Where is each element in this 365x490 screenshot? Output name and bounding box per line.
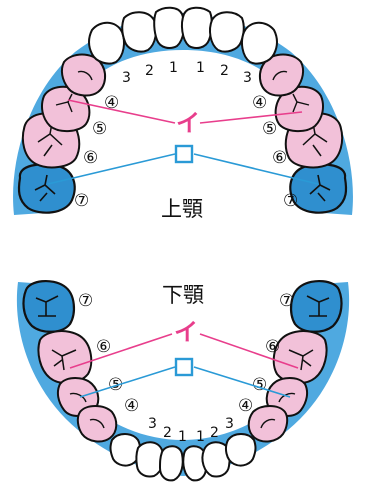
upper-left-circled-6: ⑥ [83, 148, 98, 168]
lower-jaw: 3 2 1 1 2 3 ⑦ ⑥ ⑤ ④ ⑦ ⑥ ⑤ ④ イ 下顎 [16, 280, 350, 482]
upper-left-tooth-7-groove [34, 174, 56, 202]
lower-left-tooth-7 [22, 280, 76, 333]
upper-right-number-3: 3 [243, 70, 252, 86]
upper-right-number-1: 1 [196, 60, 205, 76]
lower-blue-line-right [193, 366, 291, 398]
lower-left-tooth-4 [76, 405, 118, 443]
lower-right-tooth-4 [247, 405, 289, 443]
lower-right-circled-7: ⑦ [279, 291, 294, 311]
upper-blue-square-icon [174, 144, 194, 164]
upper-left-circled-5: ⑤ [92, 119, 107, 139]
lower-left-tooth-3 [109, 433, 141, 467]
upper-right-tooth-1 [180, 6, 213, 49]
upper-right-circled-5: ⑤ [262, 119, 277, 139]
upper-left-number-1: 1 [169, 60, 178, 76]
lower-right-tooth-4-groove [260, 418, 276, 429]
upper-right-circled-4: ④ [252, 93, 267, 113]
upper-jaw-title: 上顎 [161, 197, 203, 221]
upper-right-circled-7: ⑦ [283, 191, 298, 211]
lower-left-number-1: 1 [178, 429, 187, 445]
lower-left-circled-6: ⑥ [96, 337, 111, 357]
lower-left-tooth-4-groove [89, 418, 105, 429]
lower-left-tooth-2 [135, 441, 165, 478]
upper-pink-line-left [67, 99, 176, 124]
upper-right-tooth-2 [209, 11, 245, 53]
upper-left-number-2: 2 [145, 63, 154, 79]
upper-right-tooth-4 [259, 53, 305, 97]
lower-left-tooth-6-groove [51, 349, 77, 371]
lower-left-number-3: 3 [148, 416, 157, 432]
lower-left-tooth-5-groove [69, 392, 87, 403]
upper-blue-line-right [193, 153, 319, 185]
lower-right-circled-4: ④ [238, 396, 253, 416]
lower-right-number-3: 3 [225, 416, 234, 432]
upper-left-tooth-7 [17, 163, 76, 214]
lower-blue-line-left [79, 366, 176, 398]
upper-left-tooth-3 [88, 21, 125, 65]
upper-right-tooth-7 [289, 163, 348, 214]
upper-left-number-3: 3 [122, 70, 131, 86]
lower-right-tooth-3 [225, 433, 257, 467]
lower-right-circled-6: ⑥ [265, 337, 280, 357]
upper-blue-line-left [47, 153, 176, 185]
upper-left-tooth-4-groove [77, 70, 93, 81]
upper-left-tooth-2 [121, 11, 157, 53]
lower-right-number-2: 2 [210, 425, 219, 441]
lower-left-tooth-7-groove [35, 295, 59, 317]
upper-right-circled-6: ⑥ [272, 148, 287, 168]
upper-right-tooth-7-groove [309, 174, 331, 202]
lower-pink-line-left [69, 333, 173, 369]
lower-right-number-1: 1 [196, 429, 205, 445]
upper-pink-marker: イ [176, 109, 200, 137]
lower-right-tooth-7-groove [306, 295, 330, 317]
lower-left-tooth-6 [37, 330, 93, 384]
upper-right-number-2: 2 [220, 63, 229, 79]
lower-blue-square-icon [174, 357, 194, 377]
lower-left-circled-4: ④ [124, 396, 139, 416]
upper-left-tooth-4 [60, 53, 106, 97]
upper-left-tooth-1 [153, 6, 186, 49]
upper-pink-line-right [199, 111, 303, 124]
upper-right-tooth-5-groove [292, 93, 310, 113]
upper-jaw: 3 2 1 1 2 3 ④ ⑤ ⑥ ⑦ ④ ⑤ ⑥ ⑦ イ 上顎 [13, 6, 353, 221]
lower-left-circled-7: ⑦ [78, 291, 93, 311]
lower-left-number-2: 2 [163, 425, 172, 441]
upper-left-circled-7: ⑦ [74, 191, 89, 211]
upper-right-tooth-3 [241, 21, 278, 65]
lower-pink-line-right [199, 333, 299, 369]
lower-right-tooth-6-groove [288, 349, 314, 371]
lower-right-tooth-6 [272, 330, 328, 384]
lower-right-circled-5: ⑤ [252, 375, 267, 395]
lower-right-tooth-7 [289, 280, 343, 333]
lower-jaw-title: 下顎 [162, 283, 204, 307]
upper-right-tooth-4-groove [272, 70, 288, 81]
lower-pink-marker: イ [174, 318, 198, 346]
lower-left-tooth-1 [158, 445, 184, 482]
